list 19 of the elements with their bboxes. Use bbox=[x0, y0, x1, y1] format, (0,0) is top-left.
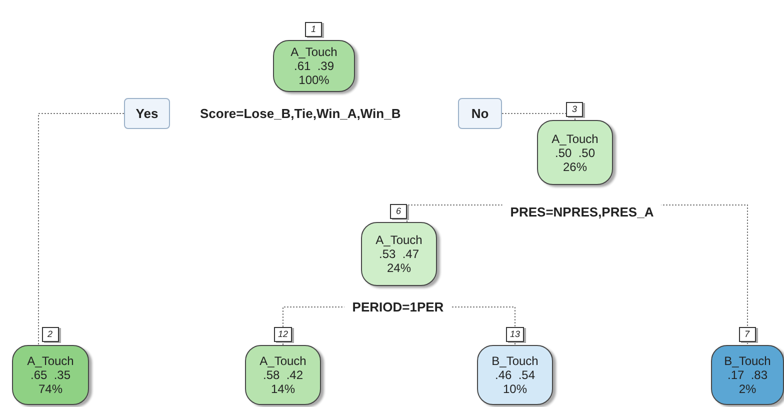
node-number: 6 bbox=[390, 204, 407, 219]
answer-box: Yes bbox=[124, 98, 170, 129]
tree-node-box: B_Touch .46 .54 10% bbox=[477, 345, 553, 405]
node-number: 12 bbox=[274, 327, 292, 342]
node-number: 2 bbox=[42, 327, 58, 342]
tree-node-box: A_Touch .58 .42 14% bbox=[245, 345, 321, 405]
answer-box: No bbox=[458, 98, 502, 129]
connector-line bbox=[502, 113, 576, 120]
tree-node-box: A_Touch .61 .39 100% bbox=[273, 40, 355, 92]
connector-line bbox=[38, 113, 124, 346]
node-number: 13 bbox=[506, 327, 524, 342]
node-number: 3 bbox=[566, 102, 583, 117]
tree-node-box: A_Touch .65 .35 74% bbox=[12, 345, 89, 405]
tree-node-box: A_Touch .50 .50 26% bbox=[537, 120, 613, 185]
split-label: Score=Lose_B,Tie,Win_A,Win_B bbox=[200, 105, 401, 123]
tree-node-box: A_Touch .53 .47 24% bbox=[361, 222, 437, 286]
node-number: 7 bbox=[738, 327, 756, 342]
tree-node-box: B_Touch .17 .83 2% bbox=[711, 345, 784, 405]
node-number: 1 bbox=[305, 22, 322, 37]
